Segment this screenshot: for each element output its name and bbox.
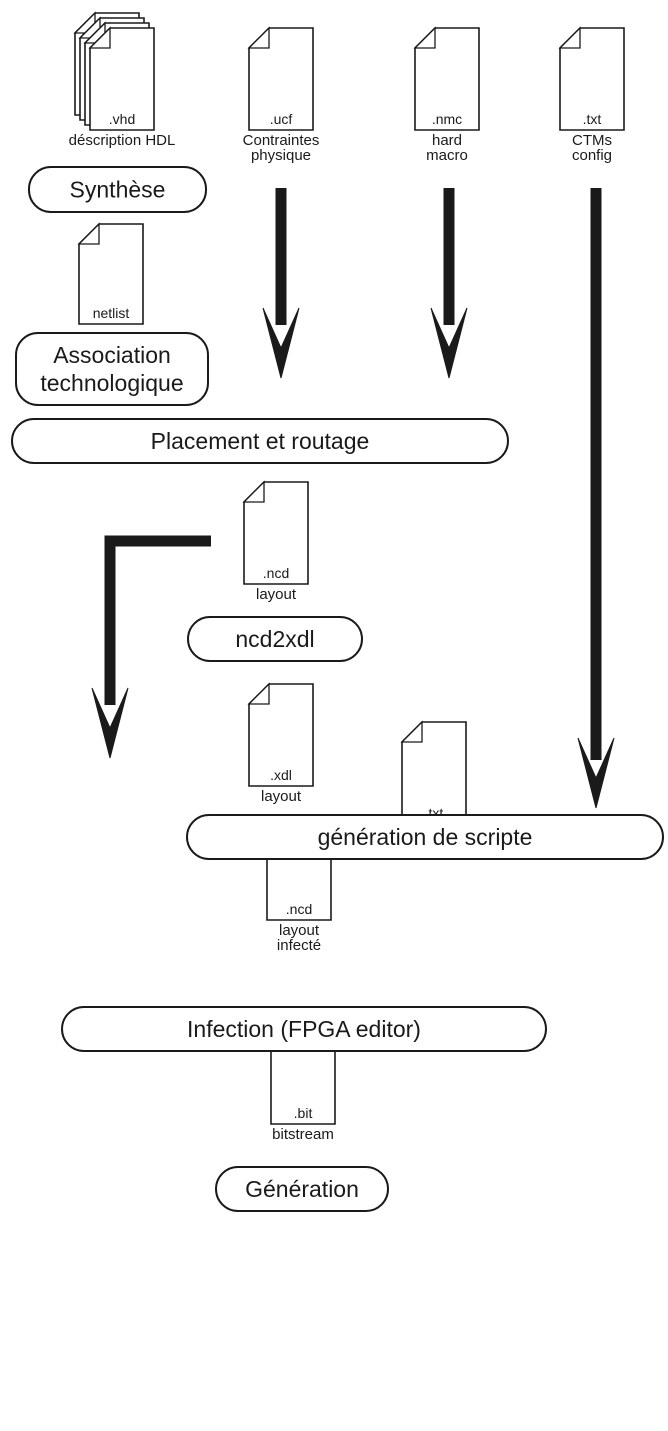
step-box <box>15 332 209 406</box>
file-vhd: .vhd déscription HDL <box>69 11 176 149</box>
arrow-head <box>577 737 615 809</box>
file-caption: déscription HDL <box>69 132 176 149</box>
file-xdl: .xdl layout <box>247 682 314 805</box>
file-extension: .bit <box>294 1105 313 1121</box>
file-caption: infecté <box>277 937 321 954</box>
step-box <box>187 616 363 662</box>
file-extension: .ucf <box>270 111 293 127</box>
step-label: technologique <box>40 370 183 396</box>
arrow-ucf-to-placement <box>262 188 300 379</box>
step-generation_script: génération de scripte <box>186 814 664 860</box>
step-infection: Infection (FPGA editor) <box>61 1006 547 1052</box>
step-placement: Placement et routage <box>11 418 509 464</box>
step-label: Association <box>53 342 171 368</box>
step-box <box>28 166 207 213</box>
file-caption: layout <box>279 922 320 939</box>
file-extension: .ncd <box>286 901 312 917</box>
file-caption: config <box>572 147 612 164</box>
file-caption: macro <box>426 147 468 164</box>
arrow-nmc-to-placement <box>430 188 468 379</box>
arrow-shaft <box>104 535 211 705</box>
arrow-head <box>91 687 129 759</box>
step-box <box>61 1006 547 1052</box>
file-extension: .txt <box>583 111 602 127</box>
file-ncd: .ncd layout <box>242 480 309 603</box>
step-generation: Génération <box>215 1166 389 1212</box>
step-label: ncd2xdl <box>235 626 314 652</box>
step-label: génération de scripte <box>318 824 533 850</box>
arrow-ctm-to-generation-script <box>577 188 615 809</box>
file-extension: .ncd <box>263 565 289 581</box>
file-extension: .vhd <box>109 111 135 127</box>
step-ncd2xdl: ncd2xdl <box>187 616 363 662</box>
step-label: Infection (FPGA editor) <box>187 1016 421 1042</box>
file-caption: hard <box>432 132 462 149</box>
file-caption: layout <box>261 788 302 805</box>
step-label: Génération <box>245 1176 359 1202</box>
file-caption: Contraintes <box>243 132 320 149</box>
step-box <box>215 1166 389 1212</box>
arrow-head <box>430 307 468 379</box>
file-caption: layout <box>256 586 297 603</box>
step-label: Synthèse <box>70 177 166 203</box>
arrow-head <box>262 307 300 379</box>
file-extension: .nmc <box>432 111 462 127</box>
step-box <box>186 814 664 860</box>
step-label: Placement et routage <box>151 428 370 454</box>
file-extension: netlist <box>93 305 130 321</box>
file-netlist: netlist <box>77 222 144 325</box>
file-caption: CTMs <box>572 132 612 149</box>
step-synthese: Synthèse <box>28 166 207 213</box>
file-caption: bitstream <box>272 1126 334 1143</box>
step-box <box>11 418 509 464</box>
file-extension: .xdl <box>270 767 292 783</box>
arrow-ncd-to-infection <box>91 535 211 759</box>
file-caption: physique <box>251 147 311 164</box>
